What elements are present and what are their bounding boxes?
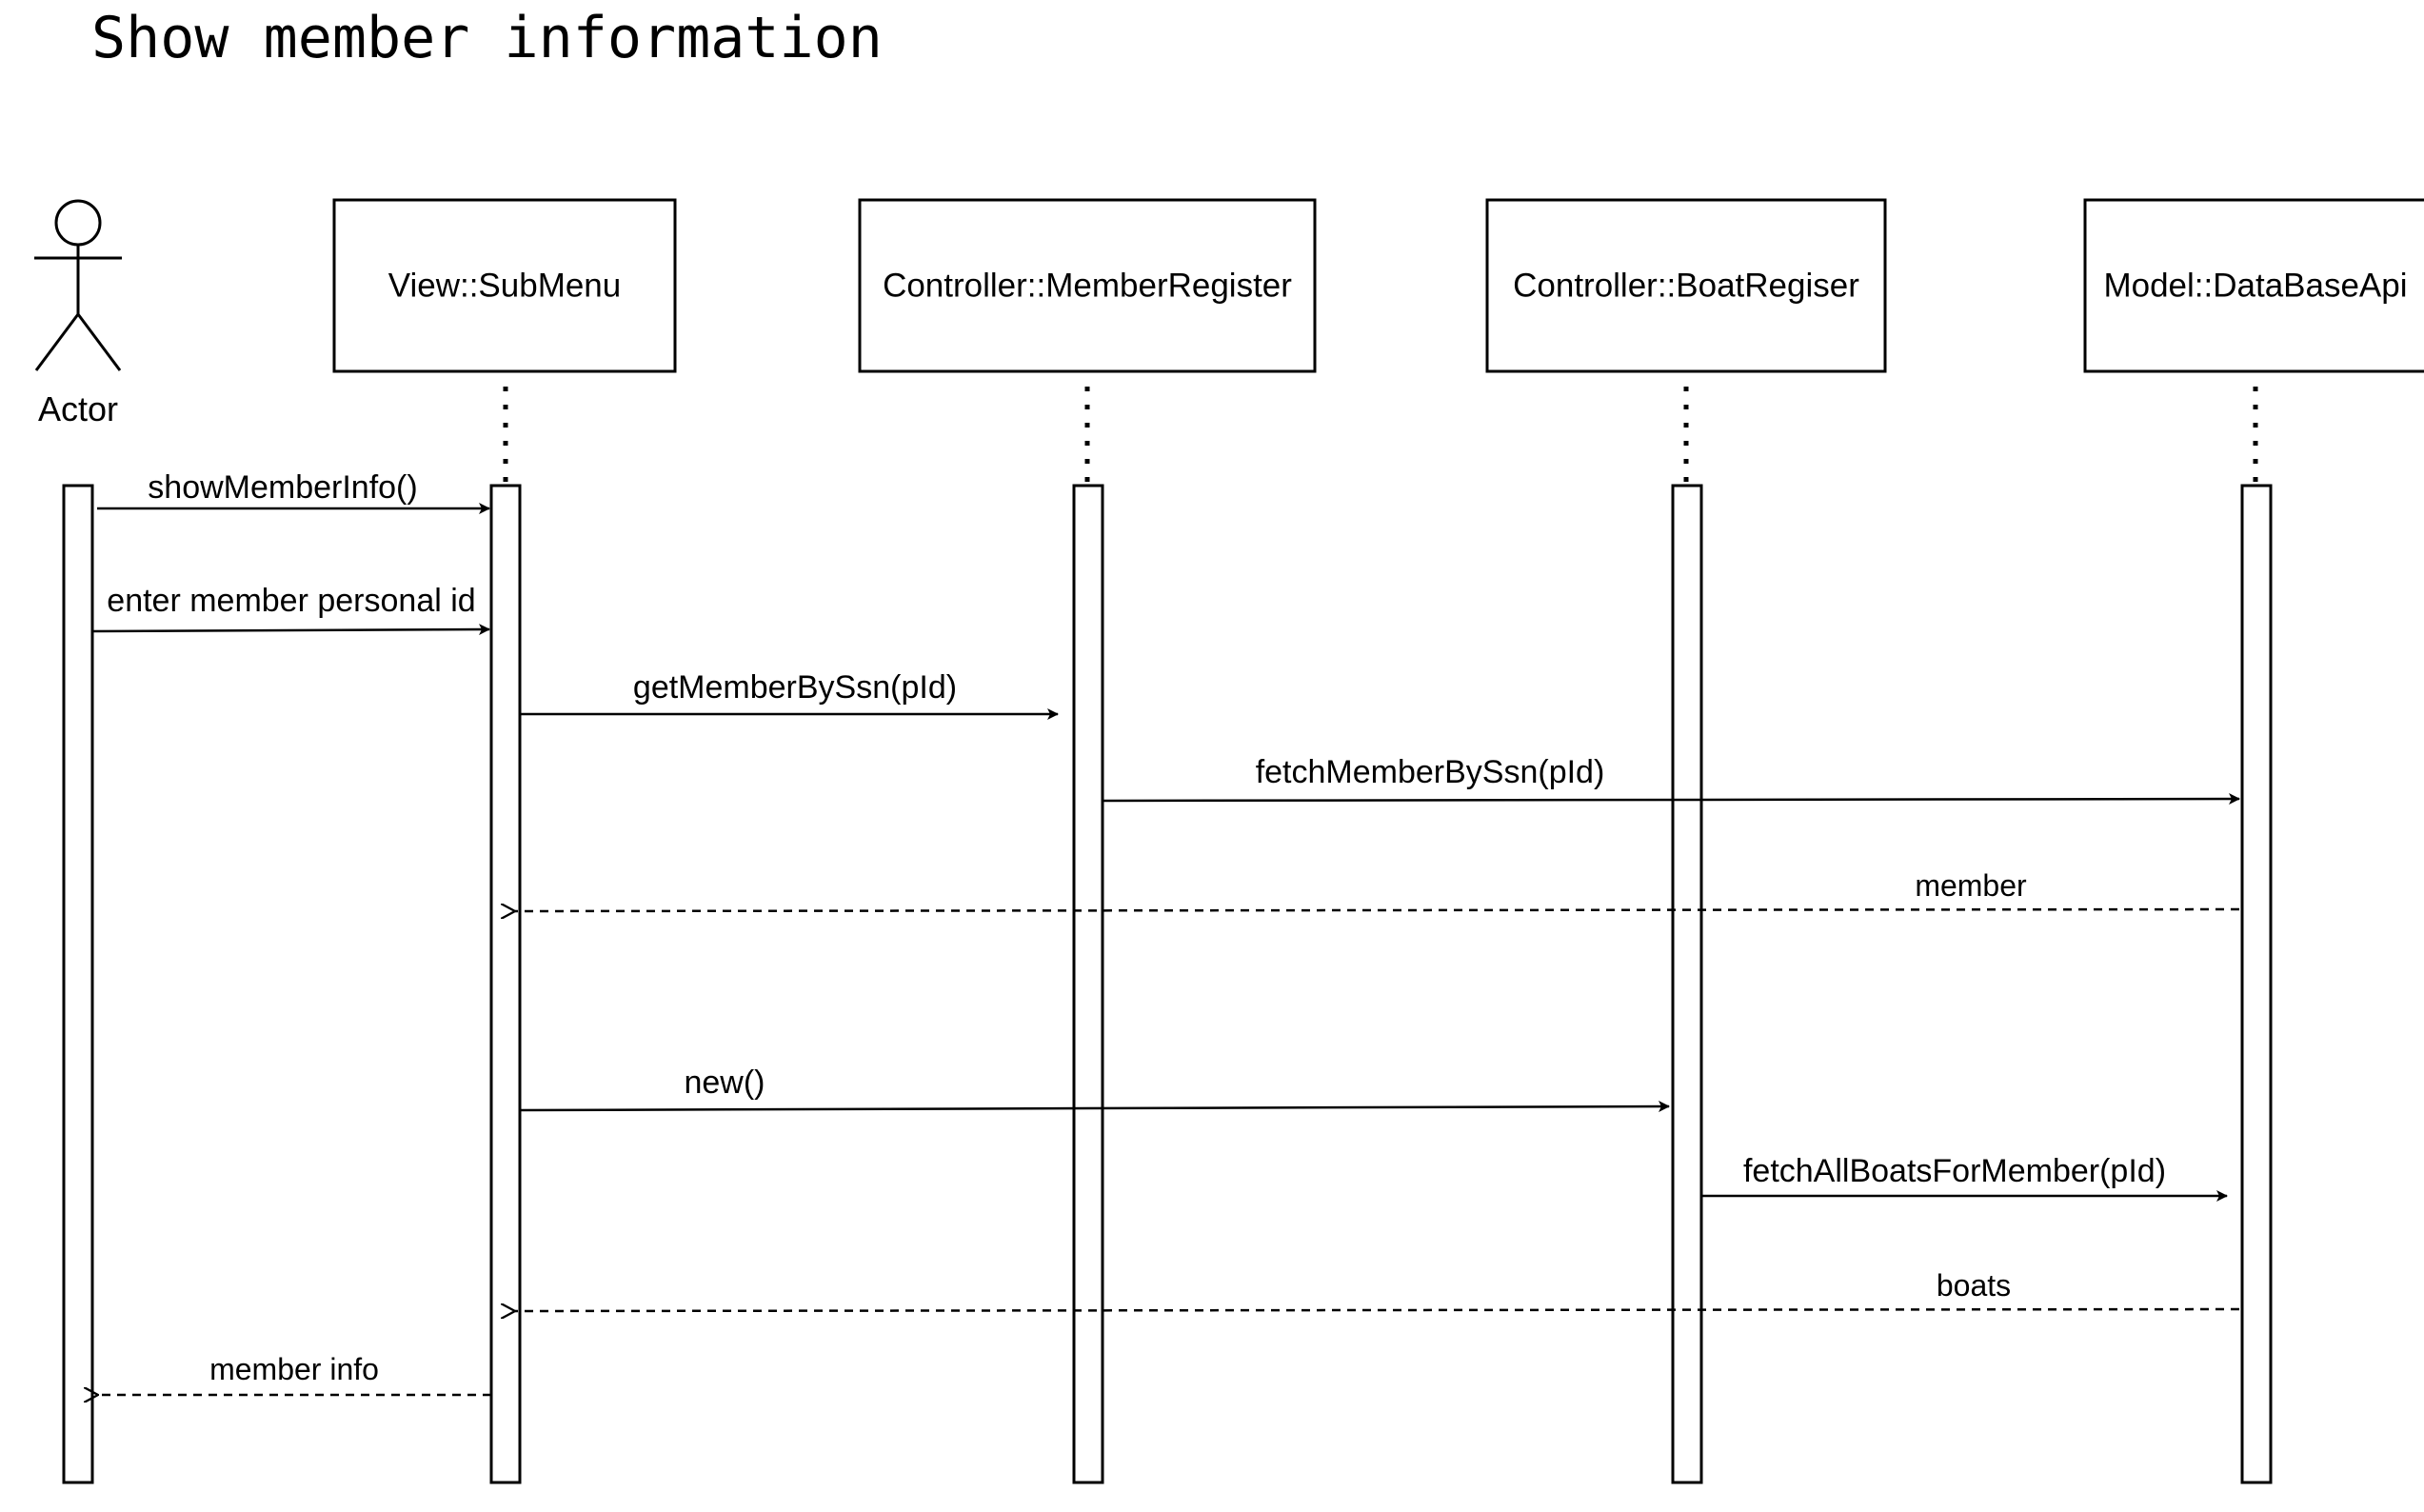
message-return-member-info: member info — [98, 1352, 491, 1395]
message-getmemberbyssn: getMemberBySsn(pId) — [520, 669, 1059, 720]
participant-submenu: View::SubMenu — [332, 198, 677, 373]
participant-memberregister: Controller::MemberRegister — [858, 198, 1317, 373]
message-label: boats — [1937, 1268, 2011, 1303]
participant-label: Controller::MemberRegister — [883, 267, 1292, 304]
activation-bar-memberregister — [1072, 484, 1104, 1484]
message-return-member: member — [515, 868, 2240, 911]
message-label: enter member personal id — [107, 583, 475, 619]
message-label: new() — [684, 1064, 765, 1101]
actor-label: Actor — [38, 389, 118, 428]
message-enter-member-personal-id: enter member personal id — [91, 583, 490, 636]
message-new: new() — [519, 1064, 1670, 1113]
message-label: fetchAllBoatsForMember(pId) — [1743, 1153, 2166, 1189]
participant-boatregiser: Controller::BoatRegiser — [1485, 198, 1887, 373]
message-fetchmemberbyssn: fetchMemberBySsn(pId) — [1102, 754, 2240, 806]
message-return-boats: boats — [515, 1268, 2240, 1311]
message-label: member info — [209, 1352, 379, 1386]
participant-label: View::SubMenu — [388, 267, 622, 304]
message-label: fetchMemberBySsn(pId) — [1256, 754, 1605, 790]
activation-bar-boatregiser — [1671, 484, 1703, 1484]
message-showmemberinfo: showMemberInfo() — [97, 469, 490, 514]
diagram-title: Show member information — [91, 5, 883, 71]
activation-bar-databaseapi — [2240, 484, 2273, 1484]
participant-databaseapi: Model::DataBaseApi — [2083, 198, 2424, 373]
participant-label: Model::DataBaseApi — [2103, 267, 2407, 304]
message-label: member — [1915, 868, 2027, 903]
message-label: showMemberInfo() — [148, 469, 417, 506]
message-fetchallboatsformember: fetchAllBoatsForMember(pId) — [1701, 1153, 2228, 1202]
activation-bar-actor — [62, 484, 94, 1484]
activation-bar-submenu — [489, 484, 522, 1484]
message-label: getMemberBySsn(pId) — [633, 669, 957, 706]
participant-label: Controller::BoatRegiser — [1513, 267, 1859, 304]
actor-icon — [34, 199, 122, 371]
